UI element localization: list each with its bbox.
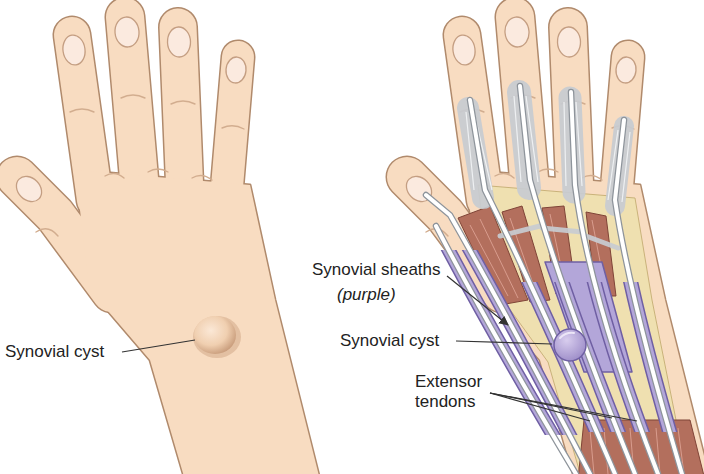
cyst-bulge: [193, 316, 241, 358]
extensor-tendon: [426, 86, 682, 474]
dissected-hand: [401, 16, 704, 474]
synovial-cyst: [554, 329, 586, 361]
extensor-tendon: [520, 86, 635, 474]
extensor-expansion: [466, 96, 630, 202]
extensor-expansion: [500, 226, 618, 248]
leader-line: [490, 393, 590, 421]
part-label: Synovial sheaths: [312, 260, 441, 280]
part-label: Synovial cyst: [340, 331, 439, 351]
cyst-bulge: [193, 316, 241, 358]
leader-line: [122, 276, 637, 421]
hand-skin: [401, 16, 704, 474]
extensor-tendon: [615, 120, 682, 474]
leader-line: [122, 340, 195, 352]
extensor-expansion: [466, 96, 630, 202]
leader-line: [490, 393, 637, 421]
extensor-tendon: [426, 195, 590, 474]
extensor-tendon: [426, 86, 682, 474]
hand-skin: [11, 16, 320, 474]
part-label: Synovial cyst: [5, 342, 104, 362]
part-label: Extensor tendons: [415, 372, 495, 412]
leader-line: [456, 341, 552, 344]
synovial-cyst: [560, 333, 574, 338]
hand-skin: [11, 16, 320, 474]
extensor-tendon: [615, 120, 682, 474]
extensor-tendon: [520, 86, 635, 474]
extensor-tendon: [426, 86, 682, 474]
part-label: (purple): [337, 285, 396, 305]
cyst-bulge: [194, 316, 236, 354]
leader-line: [447, 276, 508, 325]
synovial-cyst: [554, 329, 586, 361]
